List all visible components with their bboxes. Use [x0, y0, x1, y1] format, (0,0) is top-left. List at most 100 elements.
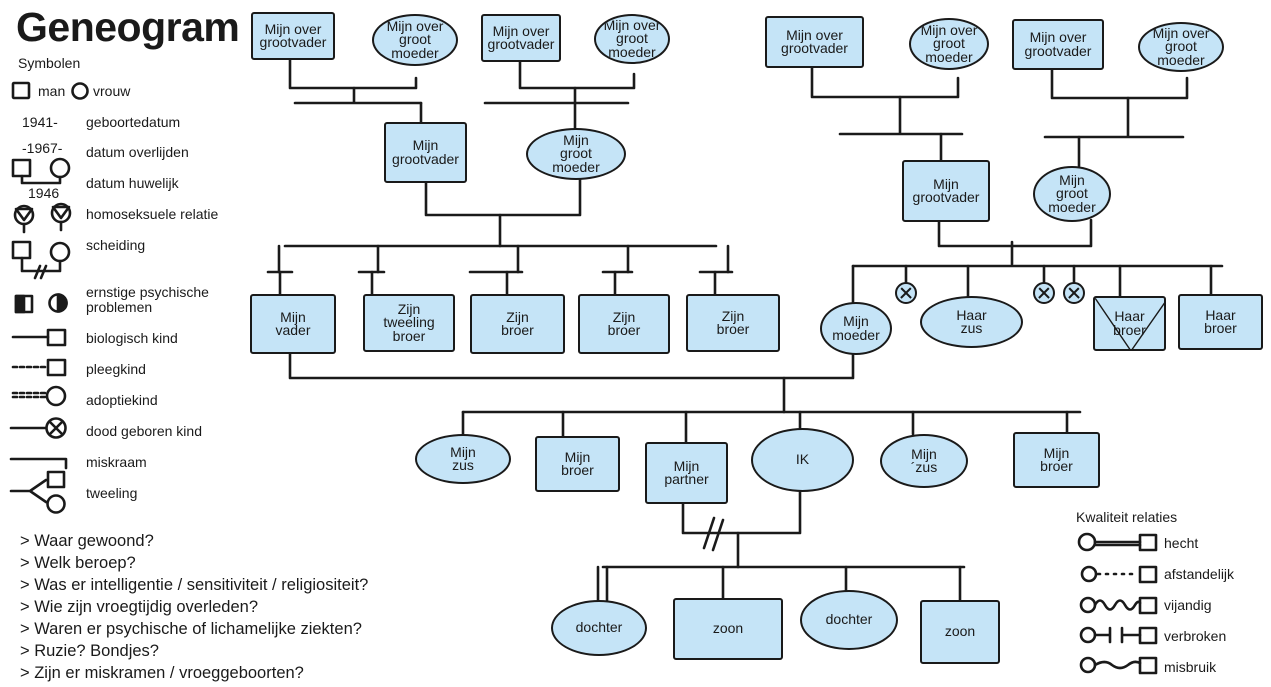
quality-verbroken-label: verbroken: [1164, 628, 1227, 644]
legend-psychic-label-1: ernstige psychische: [86, 284, 209, 300]
person-mother-sister[interactable]: Haar zus: [920, 296, 1023, 348]
person-sister-2[interactable]: Mijn ´zus: [880, 434, 968, 488]
person-daughter-1[interactable]: dochter: [551, 600, 647, 656]
person-label: Mijn over grootvader: [1024, 29, 1092, 59]
legend-vrouw-label: vrouw: [93, 83, 131, 99]
person-label: Mijn groot moeder: [1048, 171, 1096, 215]
stillborn-icon: [1063, 282, 1085, 304]
person-label: Mijn over groot moeder: [1152, 24, 1210, 68]
person-label: Haar broer: [1204, 306, 1237, 336]
question-item: > Welk beroep?: [20, 554, 136, 572]
legend-marriage-label: datum huwelijk: [86, 175, 179, 191]
legend-foster-child-label: pleegkind: [86, 361, 146, 377]
legend-psychic-label-2: problemen: [86, 299, 153, 315]
person-sister-1[interactable]: Mijn zus: [415, 434, 511, 484]
legend-birth-label: geboortedatum: [86, 114, 181, 130]
person-father-brother-2[interactable]: Zijn broer: [578, 294, 670, 354]
person-father[interactable]: Mijn vader: [250, 294, 336, 354]
quality-misbruik-label: misbruik: [1164, 659, 1217, 675]
legend-bio-child-label: biologisch kind: [86, 330, 178, 346]
legend-adopted-child-label: adoptiekind: [86, 392, 158, 408]
person-brother-1[interactable]: Mijn broer: [535, 436, 620, 492]
question-item: > Waar gewoond?: [20, 532, 154, 550]
person-label: IK: [795, 451, 810, 468]
person-label: Mijn moeder: [832, 313, 880, 343]
person-label: Haar broer: [1113, 308, 1146, 338]
legend-death-label: datum overlijden: [86, 144, 189, 160]
person-grandmother-left[interactable]: Mijn groot moeder: [526, 128, 626, 180]
person-label: Mijn ´zus: [910, 445, 938, 475]
person-great-grandfather-1[interactable]: Mijn over grootvader: [251, 12, 335, 60]
quality-vijandig-label: vijandig: [1164, 597, 1212, 613]
legend-stillborn-label: dood geboren kind: [86, 423, 202, 439]
person-grandmother-right[interactable]: Mijn groot moeder: [1033, 166, 1111, 222]
person-label: Mijn over groot moeder: [603, 16, 661, 60]
person-father-brother-3[interactable]: Zijn broer: [686, 294, 780, 352]
question-item: > Ruzie? Bondjes?: [20, 642, 159, 660]
person-label: zoon: [944, 623, 976, 640]
legend-heading: Symbolen: [18, 55, 81, 71]
person-son-1[interactable]: zoon: [673, 598, 783, 660]
legend-birth-year: 1941-: [22, 114, 58, 130]
person-label: Mijn zus: [450, 443, 476, 473]
quality-heading: Kwaliteit relaties: [1076, 509, 1178, 525]
stillborn-icon: [895, 282, 917, 304]
person-label: Mijn broer: [1040, 444, 1073, 474]
person-father-brother-1[interactable]: Zijn broer: [470, 294, 565, 354]
person-grandfather-left[interactable]: Mijn grootvader: [384, 122, 467, 183]
person-ik[interactable]: IK: [751, 428, 854, 492]
person-great-grandmother-4[interactable]: Mijn over groot moeder: [1138, 22, 1224, 72]
person-label: dochter: [825, 611, 873, 628]
person-label: Mijn grootvader: [912, 175, 980, 205]
person-label: Zijn broer: [716, 307, 750, 337]
person-great-grandfather-3[interactable]: Mijn over grootvader: [765, 16, 864, 68]
person-grandfather-right[interactable]: Mijn grootvader: [902, 160, 990, 222]
person-great-grandmother-1[interactable]: Mijn over groot moeder: [372, 14, 458, 66]
person-label: Mijn over groot moeder: [920, 21, 978, 65]
person-label: Mijn over grootvader: [487, 22, 555, 52]
legend-miscarriage-label: miskraam: [86, 454, 147, 470]
person-label: Mijn groot moeder: [552, 131, 600, 175]
person-mother[interactable]: Mijn moeder: [820, 302, 892, 355]
person-label: zoon: [712, 620, 744, 637]
person-son-2[interactable]: zoon: [920, 600, 1000, 664]
person-label: dochter: [575, 619, 623, 636]
question-item: > Waren er psychische of lichamelijke zi…: [20, 620, 362, 638]
stillborn-icon: [1033, 282, 1055, 304]
person-label: Mijn vader: [275, 308, 311, 338]
person-brother-2[interactable]: Mijn broer: [1013, 432, 1100, 488]
quality-afstandelijk-label: afstandelijk: [1164, 566, 1235, 582]
person-label: Mijn partner: [664, 457, 709, 487]
person-mother-brother-1[interactable]: Haar broer: [1093, 296, 1166, 351]
legend-twins-label: tweeling: [86, 485, 138, 501]
person-label: Mijn over groot moeder: [386, 17, 444, 61]
deceased-marker-icon: [1095, 298, 1164, 349]
person-mother-brother-2[interactable]: Haar broer: [1178, 294, 1263, 350]
person-great-grandfather-4[interactable]: Mijn over grootvader: [1012, 19, 1104, 70]
legend-man-label: man: [38, 83, 66, 99]
person-great-grandfather-2[interactable]: Mijn over grootvader: [481, 14, 561, 62]
person-label: Mijn grootvader: [392, 137, 459, 167]
person-label: Mijn over grootvader: [259, 20, 327, 50]
legend-death-year: -1967-: [22, 140, 63, 156]
question-item: > Was er intelligentie / sensitiviteit /…: [20, 576, 369, 594]
person-label: Zijn broer: [607, 308, 641, 338]
question-item: > Zijn er miskramen / vroeggeboorten?: [20, 664, 304, 682]
person-daughter-2[interactable]: dochter: [800, 590, 898, 650]
person-label: Haar zus: [956, 306, 987, 336]
person-great-grandmother-2[interactable]: Mijn over groot moeder: [594, 14, 670, 64]
quality-hecht-label: hecht: [1164, 535, 1199, 551]
person-label: Zijn tweeling broer: [383, 300, 435, 344]
person-label: Mijn over grootvader: [781, 26, 848, 56]
question-list: > Waar gewoond? > Welk beroep? > Was er …: [20, 530, 368, 684]
person-partner[interactable]: Mijn partner: [645, 442, 728, 504]
person-father-twin-brother[interactable]: Zijn tweeling broer: [363, 294, 455, 352]
page-title: Geneogram: [16, 4, 240, 50]
person-great-grandmother-3[interactable]: Mijn over groot moeder: [909, 18, 989, 70]
legend-homosexual-label: homoseksuele relatie: [86, 206, 219, 222]
person-label: Mijn broer: [561, 448, 594, 478]
legend-marriage-year: 1946: [28, 185, 60, 201]
question-item: > Wie zijn vroegtijdig overleden?: [20, 598, 259, 616]
